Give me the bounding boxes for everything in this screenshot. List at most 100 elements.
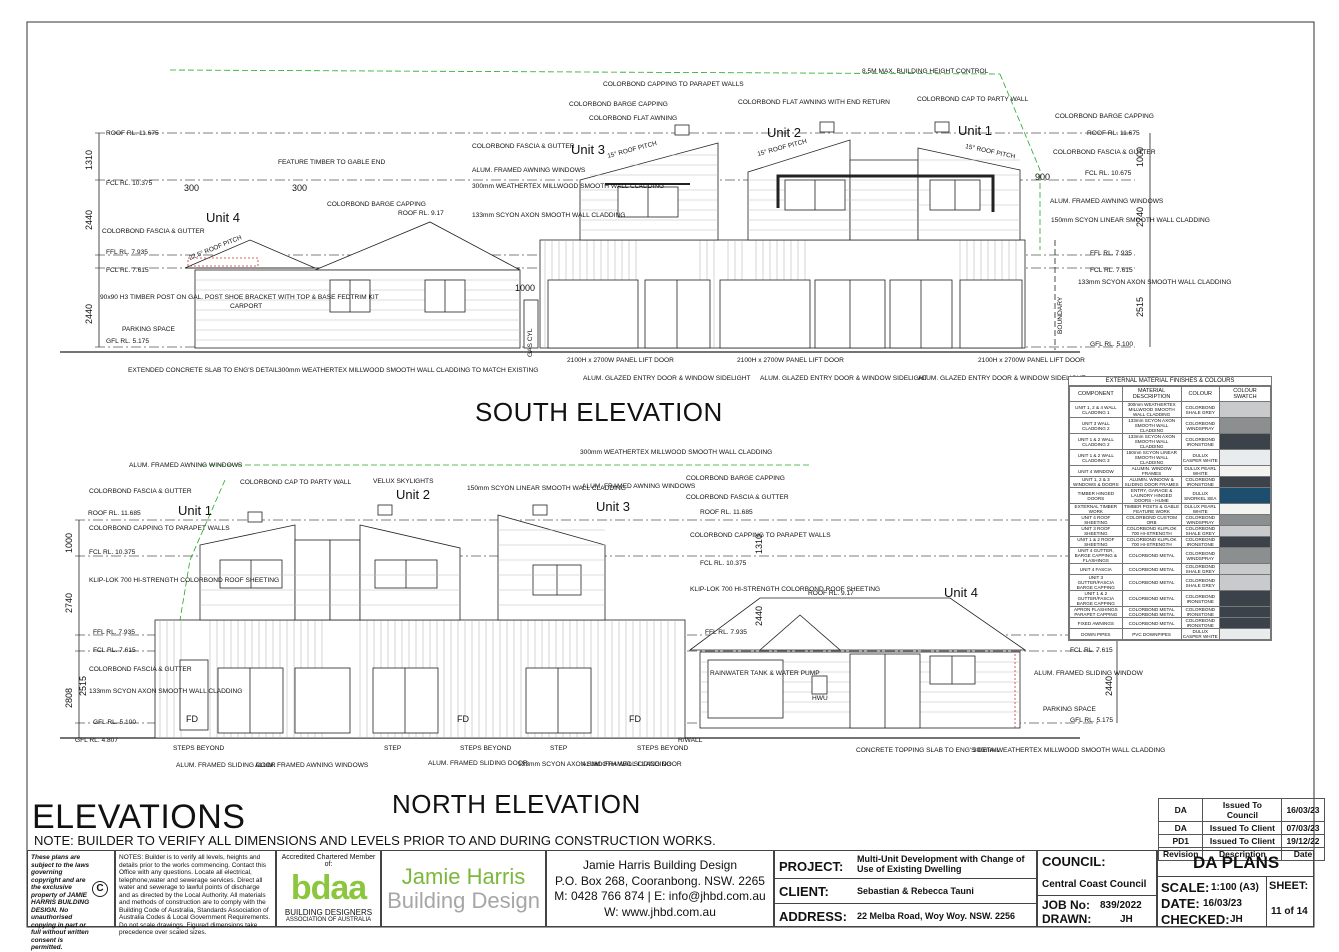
copyright-box: These plans are subject to the laws gove… <box>27 850 115 951</box>
north-label: ALUM. FRAMED SLIDING DOOR <box>428 760 528 767</box>
south-label: COLORBOND FLAT AWNING <box>589 115 677 122</box>
level-label: FCL RL. 10.375 <box>89 549 136 556</box>
material-cell: UNIT 3 ROOF SHEETING <box>1069 525 1123 537</box>
unit-label: Unit 3 <box>571 142 605 157</box>
dim: 1000 <box>1135 147 1145 167</box>
sheet-value: 11 of 14 <box>1271 906 1308 917</box>
north-label: ALUM. FRAMED AWNING WINDOWS <box>582 483 696 490</box>
south-label: COLORBOND BARGE CAPPING <box>1055 113 1154 120</box>
material-cell: COLORBOND METAL <box>1121 547 1182 564</box>
material-swatch <box>1219 487 1271 504</box>
unit-label: Unit 1 <box>178 503 212 518</box>
north-label: COLORBOND FASCIA & GUTTER <box>89 666 192 673</box>
dim: 1000 <box>515 283 535 293</box>
roof-pitch: 15° ROOF PITCH <box>606 139 658 160</box>
rev-cell: DA <box>1157 798 1204 822</box>
project-label: PROJECT: <box>779 859 844 874</box>
level-label: GFL RL. 5.175 <box>1070 717 1113 724</box>
material-swatch <box>1219 465 1271 477</box>
north-label: 300mm WEATHERTEX MILLWOOD SMOOTH WALL CL… <box>580 449 772 456</box>
accredited-label: Accredited Chartered Member of: <box>281 854 376 868</box>
drawn-value: JH <box>1120 914 1133 925</box>
dim: 1310 <box>84 150 94 170</box>
north-label: COLORBOND CAPPING TO PARAPET WALLS <box>89 525 230 532</box>
dim: 900 <box>1035 172 1050 182</box>
roof-pitch: 15° ROOF PITCH <box>965 142 1017 160</box>
fd-label: FD <box>186 714 198 724</box>
material-cell: UNIT 1 & 2 ROOF SHEETING <box>1069 536 1123 548</box>
material-cell: COLORBOND WINDSPRAY <box>1180 417 1221 434</box>
material-swatch <box>1219 590 1271 607</box>
firm-name: Jamie Harris Building Design <box>582 858 738 872</box>
south-label: CARPORT <box>230 303 262 310</box>
mat-header: COLOUR SWATCH <box>1219 386 1271 402</box>
north-label: VELUX SKYLIGHTS <box>373 478 434 485</box>
south-label: COLORBOND CAPPING TO PARAPET WALLS <box>603 81 744 88</box>
north-label: ALUM. FRAMED SLIDING DOOR <box>176 762 276 769</box>
level-label: FFL RL. 7.935 <box>93 629 135 636</box>
material-cell: 300mm WEATHERTEX MILLWOOD SMOOTH WALL CL… <box>1121 401 1182 418</box>
material-cell: COLORBOND IRONSTONE <box>1180 433 1221 450</box>
level-label: FFL RL. 7.935 <box>705 629 747 636</box>
level-label: GFL RL. 4.807 <box>75 737 118 744</box>
copyright-icon: C <box>92 881 108 897</box>
level-label: ROOF RL. 9.17 <box>808 590 854 597</box>
north-label: 133mm SCYON AXON SMOOTH WALL CLADDING <box>89 688 242 695</box>
north-label: CONCRETE TOPPING SLAB TO ENG'S DETAIL <box>856 747 1000 754</box>
dim: 2440 <box>754 606 764 626</box>
unit-label: Unit 2 <box>396 487 430 502</box>
rev-cell: DA <box>1157 821 1204 835</box>
south-label: COLORBOND BARGE CAPPING <box>569 101 668 108</box>
south-label: COLORBOND FASCIA & GUTTER <box>472 143 575 150</box>
material-cell: FIXED AWNINGS <box>1069 617 1123 629</box>
north-label: R/WALL <box>678 737 703 744</box>
client-value: Sebastian & Rebecca Tauni <box>857 886 974 896</box>
material-cell: COLORBOND CUSTOM ORB <box>1121 514 1182 526</box>
level-label: FCL RL. 10.375 <box>700 560 747 567</box>
council-label: COUNCIL: <box>1042 854 1106 869</box>
north-label: STEPS BEYOND <box>173 745 225 752</box>
rev-cell: 07/03/23 <box>1281 821 1325 835</box>
material-swatch <box>1219 449 1271 466</box>
material-cell: COLORBOND IRONSTONE <box>1180 536 1221 548</box>
material-swatch <box>1219 401 1271 418</box>
material-swatch <box>1219 617 1271 629</box>
south-elevation <box>60 69 1151 353</box>
logo-box: Jamie Harris Building Design <box>381 850 546 927</box>
dim: 2440 <box>84 304 94 324</box>
client-label: CLIENT: <box>779 884 829 899</box>
dim: 2515 <box>1135 297 1145 317</box>
south-label: COLORBOND FASCIA & GUTTER <box>1053 149 1156 156</box>
material-swatch <box>1219 476 1271 488</box>
material-cell: COLORBOND SHALE GREY <box>1180 563 1221 575</box>
logo-line2: Building Design <box>387 888 540 913</box>
rev-cell: Issued To Council <box>1202 798 1283 822</box>
level-label: FCL RL. 7.615 <box>93 647 136 654</box>
dim: 2808 <box>64 688 74 708</box>
material-cell: COLORBOND METAL <box>1121 617 1182 629</box>
unit-label: Unit 2 <box>767 125 801 140</box>
material-cell: UNIT 1 & 2 WALL CLADDING 2 <box>1069 433 1123 450</box>
material-cell: COLORBOND METAL <box>1121 590 1182 607</box>
council-value: Central Coast Council <box>1042 879 1147 890</box>
dim: 1310 <box>754 534 764 554</box>
material-cell: UNIT 3 GUTTER/FASCIA BARGE CAPPING <box>1069 574 1123 591</box>
north-label: COLORBOND FASCIA & GUTTER <box>686 494 789 501</box>
level-label: ROOF RL. 11.685 <box>88 510 141 517</box>
dim: 2740 <box>64 593 74 613</box>
dim: 300 <box>184 183 199 193</box>
north-label: COLORBOND CAP TO PARTY WALL <box>240 479 351 486</box>
notes-text: NOTES: Builder is to verify all levels, … <box>119 854 271 936</box>
boundary-label: BOUNDARY <box>1057 296 1064 334</box>
south-label: 2100H x 2700W PANEL LIFT DOOR <box>567 357 674 364</box>
fd-label: FD <box>629 714 641 724</box>
north-label: 150mm SCYON LINEAR SMOOTH WALL CLADDING <box>467 485 626 492</box>
unit-label: Unit 1 <box>958 123 992 138</box>
north-label: HWU <box>812 695 828 702</box>
material-cell: 150mm SCYON LINEAR SMOOTH WALL CLADDING <box>1121 449 1182 466</box>
